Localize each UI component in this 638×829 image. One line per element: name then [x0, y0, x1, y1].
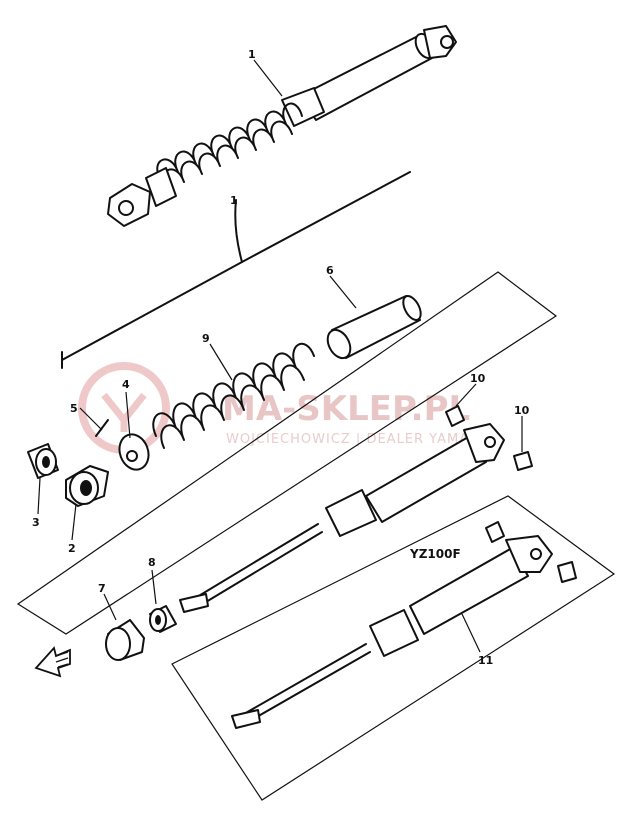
callout-8: 8 — [148, 556, 156, 569]
watermark-tuning-fork-icon — [101, 392, 147, 432]
part-5-pin — [95, 419, 109, 437]
callout-6: 6 — [326, 264, 334, 277]
variant-frame — [171, 495, 616, 801]
part-3-bushing — [27, 443, 59, 479]
callout-1: 1 — [248, 48, 256, 61]
callout-5: 5 — [70, 402, 78, 415]
exploded-group-frame — [16, 271, 558, 635]
model-label: YZ100F — [409, 547, 461, 561]
callout-10-left: 10 — [470, 372, 486, 385]
leader-lines — [37, 59, 523, 653]
callout-11: 11 — [478, 654, 493, 667]
callout-2: 2 — [68, 542, 76, 555]
part-9-spring — [152, 343, 315, 449]
part-1-rear-shock-assembly — [107, 25, 457, 227]
watermark-text: MA-SKLEP.PL — [222, 389, 470, 429]
watermark-subtext: WOJCIECHOWICZ | DEALER YAMAHA — [226, 432, 490, 447]
spring-coils — [156, 102, 303, 189]
part-2-lower-eye — [65, 465, 109, 507]
part-8-nut — [149, 605, 177, 633]
part-4-spring-seat — [118, 433, 150, 471]
group-bracket — [61, 171, 411, 369]
part-11-shock-variant — [231, 521, 577, 729]
callout-9: 9 — [202, 332, 210, 345]
callout-1-bracket: 1 — [230, 194, 238, 207]
front-arrow-icon — [34, 646, 71, 678]
watermark: MA-SKLEP.PL WOJCIECHOWICZ | DEALER YAMAH… — [78, 362, 490, 454]
damper-body-assembly — [179, 423, 505, 613]
callout-4: 4 — [122, 378, 130, 391]
callout-7: 7 — [98, 582, 106, 595]
part-6-sleeve — [326, 295, 422, 360]
part-7-bump-stop — [105, 619, 145, 661]
callouts: 1 1 6 9 4 5 3 2 7 8 10 10 11 — [32, 48, 530, 667]
part-10-collars — [445, 405, 533, 471]
callout-3: 3 — [32, 516, 40, 529]
callout-10-right: 10 — [514, 404, 530, 417]
